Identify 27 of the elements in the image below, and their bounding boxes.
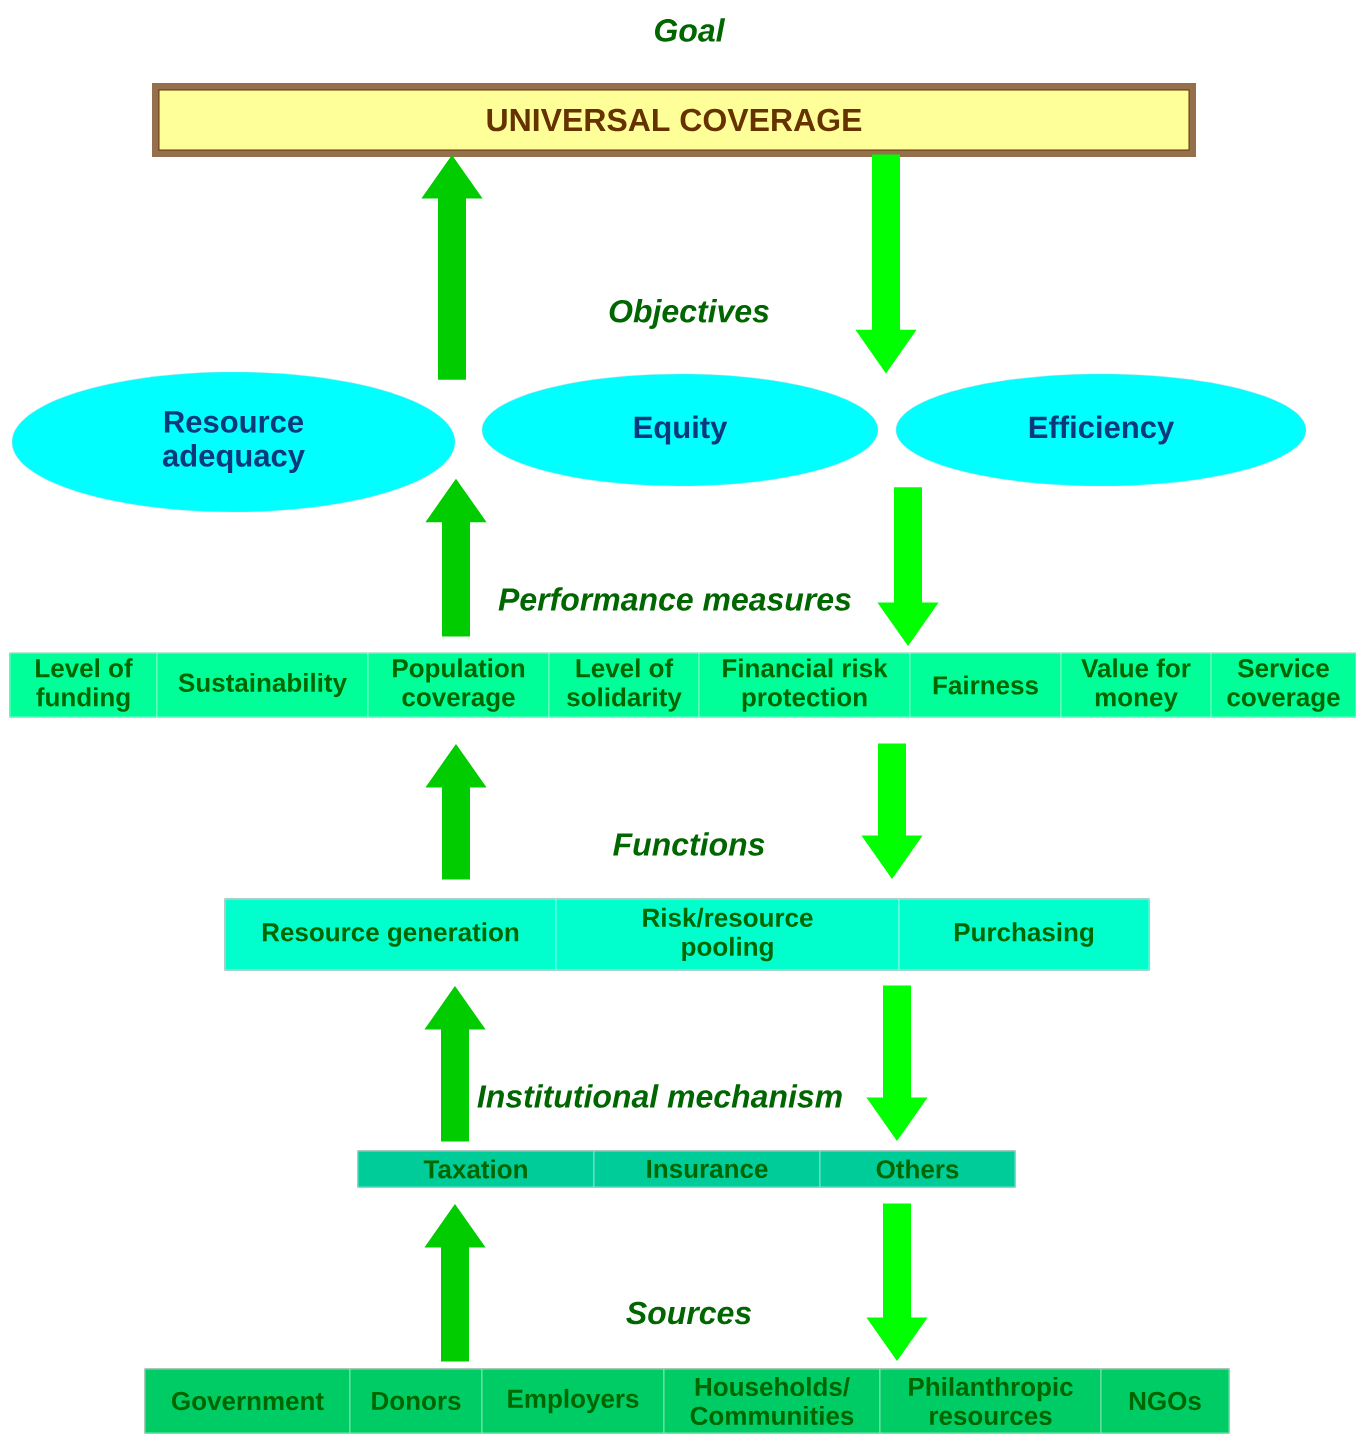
- cell: Value for money: [1060, 652, 1212, 718]
- cell: Sustainability: [156, 652, 369, 718]
- cell: Donors: [349, 1368, 483, 1434]
- cell: Resource generation: [224, 898, 557, 971]
- cell: Level of funding: [9, 652, 158, 718]
- cell: NGOs: [1100, 1368, 1230, 1434]
- cell: Risk/resource pooling: [555, 898, 900, 971]
- cell: Population coverage: [367, 652, 550, 718]
- cell: Government: [144, 1368, 351, 1434]
- cell: Fairness: [909, 652, 1062, 718]
- heading: Functions: [613, 832, 765, 856]
- cell: Insurance: [593, 1150, 821, 1188]
- cell: Philanthropic resources: [879, 1368, 1102, 1434]
- goal-box: UNIVERSAL COVERAGE: [152, 83, 1196, 157]
- heading: Objectives: [609, 299, 769, 329]
- heading: Sources: [626, 1301, 752, 1325]
- cell: Level of solidarity: [548, 652, 700, 718]
- heading: Performance measures: [498, 587, 851, 611]
- cell: Employers: [481, 1368, 665, 1434]
- cell: Households/ Communities: [663, 1368, 881, 1434]
- heading: Goal: [655, 18, 726, 42]
- cell: Financial risk protection: [698, 652, 911, 718]
- cell: Purchasing: [898, 898, 1150, 971]
- cell: Taxation: [357, 1150, 595, 1188]
- heading: Institutional mechanism: [477, 1084, 842, 1108]
- cell: Service coverage: [1210, 652, 1356, 718]
- cell: Others: [819, 1150, 1016, 1188]
